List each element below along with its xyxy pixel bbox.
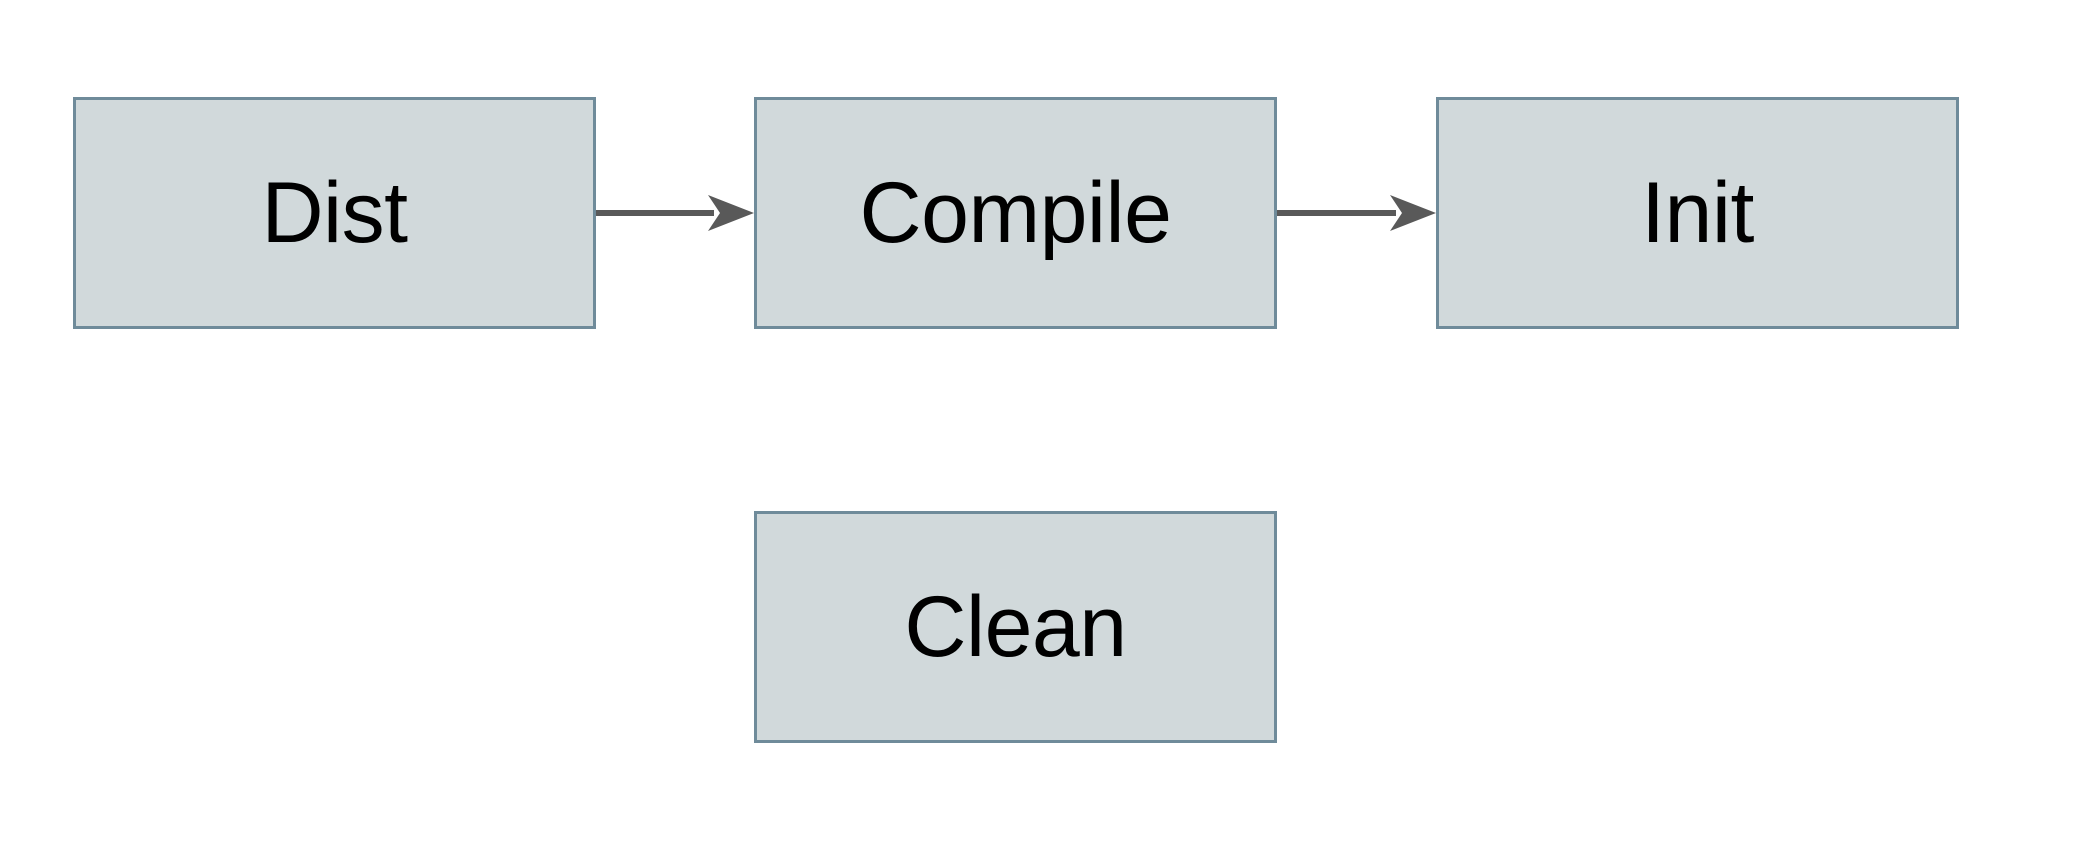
- edge-dist-to-compile[interactable]: [596, 193, 754, 233]
- edge-compile-to-init[interactable]: [1277, 193, 1436, 233]
- node-clean-label: Clean: [904, 579, 1127, 675]
- arrowhead-icon: [1390, 195, 1436, 231]
- node-dist[interactable]: Dist: [73, 97, 596, 329]
- node-dist-label: Dist: [261, 165, 408, 261]
- arrowhead-icon: [708, 195, 754, 231]
- node-clean[interactable]: Clean: [754, 511, 1277, 743]
- node-init-label: Init: [1641, 165, 1754, 261]
- node-compile-label: Compile: [859, 165, 1172, 261]
- node-compile[interactable]: Compile: [754, 97, 1277, 329]
- node-init[interactable]: Init: [1436, 97, 1959, 329]
